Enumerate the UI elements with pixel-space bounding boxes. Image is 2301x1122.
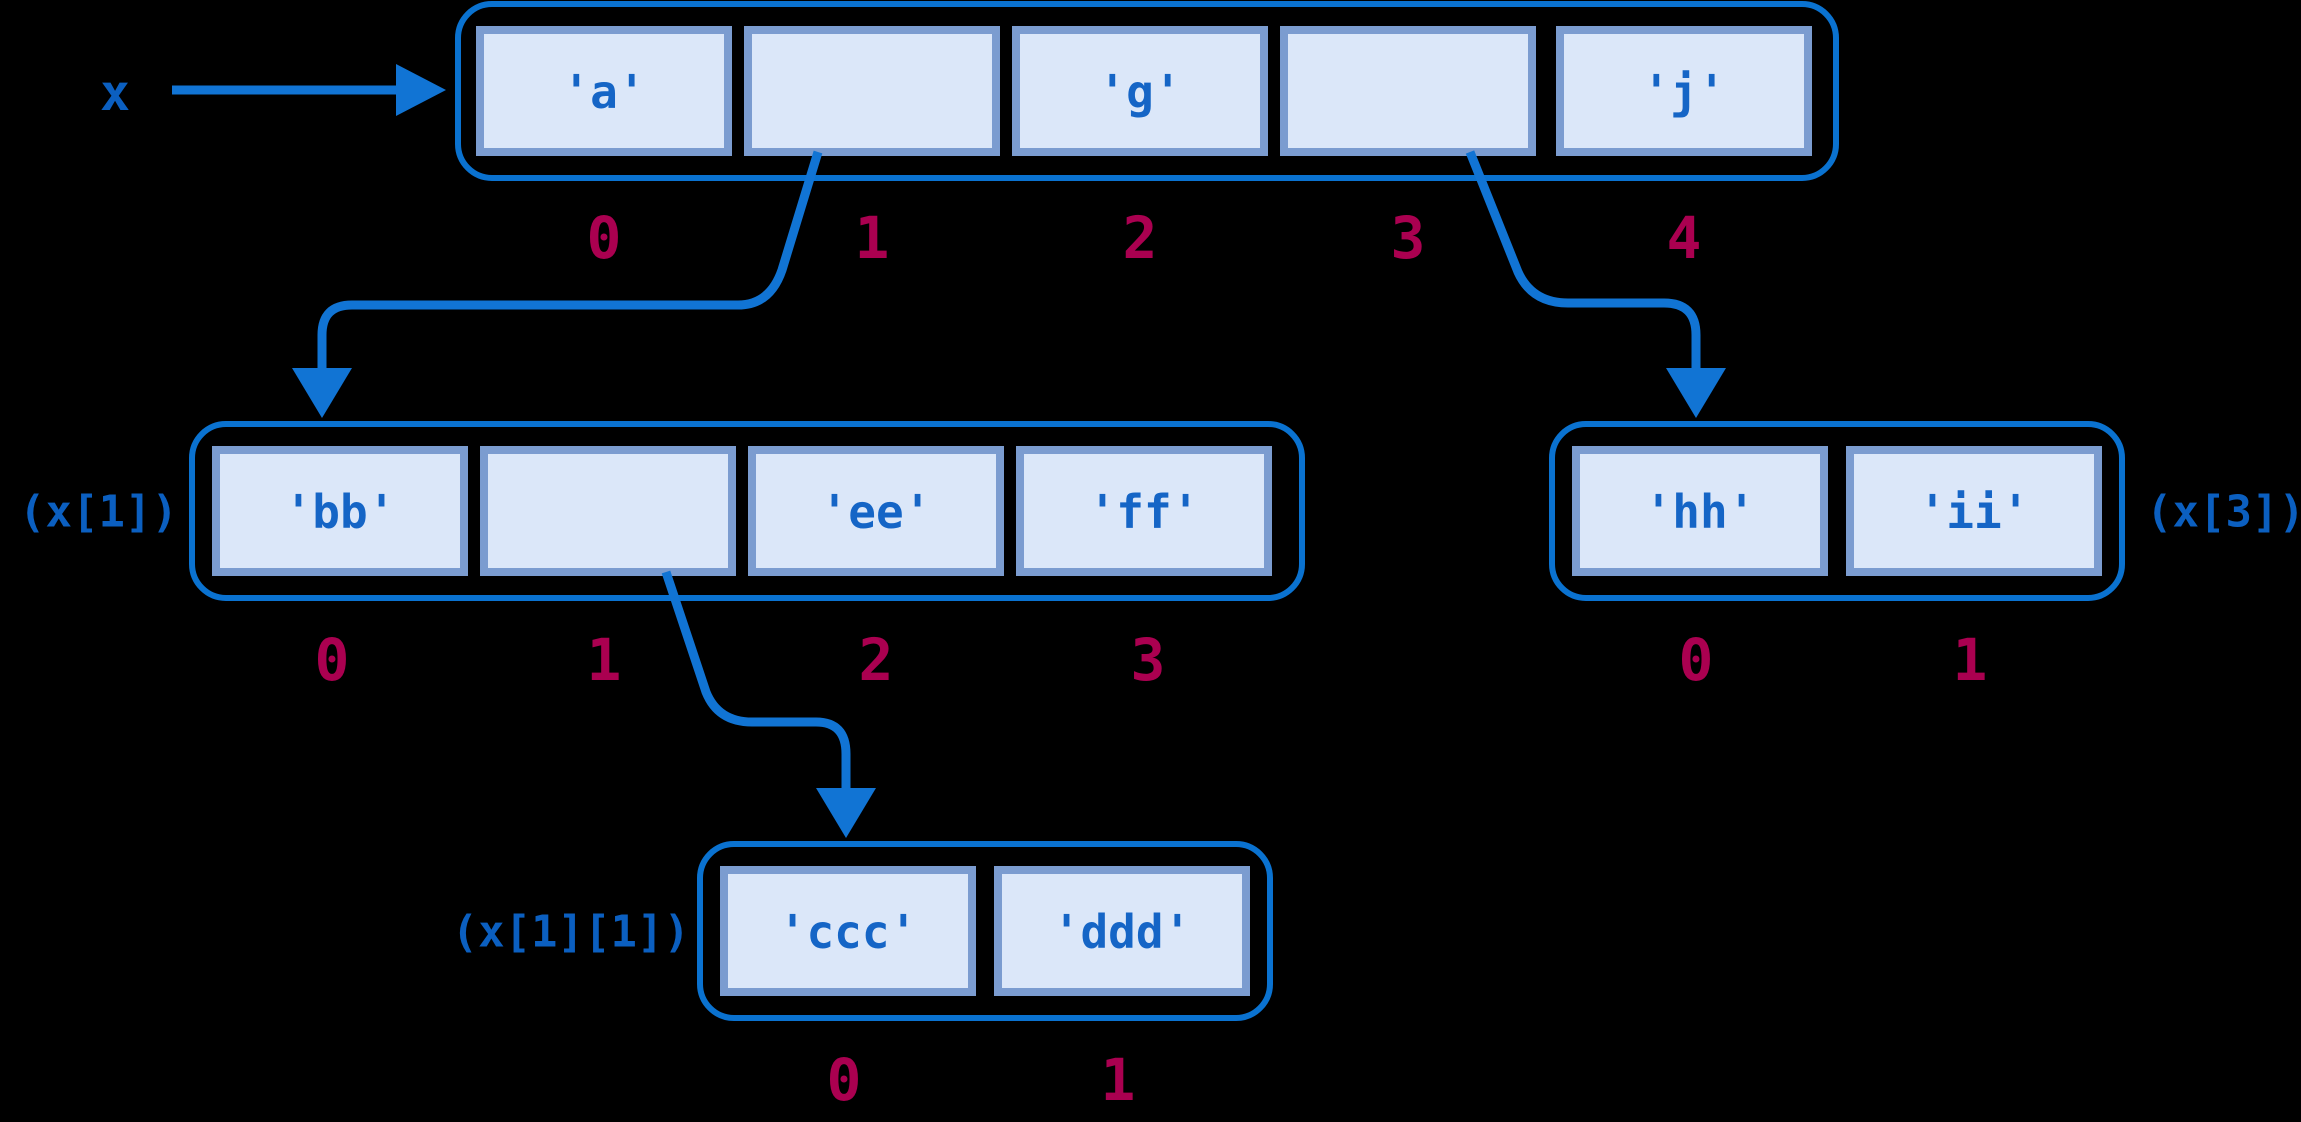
array-x3-cell-0-value: 'hh' <box>1645 485 1756 539</box>
array-x1-cell-1-box[interactable] <box>480 446 736 576</box>
array-x1_1-annotation: (x[1][1]) <box>452 907 690 958</box>
array-x1_1-cell-0-box[interactable] <box>720 866 976 996</box>
array-x-cell-4[interactable]: 'j' <box>1556 26 1812 156</box>
pointer-x1-cell-1-to-x1_1 <box>661 570 876 838</box>
arrowhead-x1 <box>292 368 352 418</box>
array-x1: (x[1]) 'bb' 'ee' 'ff' 0 1 2 3 <box>19 421 1305 694</box>
array-x1-cell-3-value: 'ff' <box>1089 485 1200 539</box>
array-x1-cell-1[interactable] <box>480 446 736 576</box>
array-x: 'a' 'g' 'j' 0 1 <box>455 1 1839 272</box>
array-x3-index-0: 0 <box>1679 626 1714 694</box>
array-x1-cell-3-box[interactable] <box>1016 446 1272 576</box>
array-x1-index-0: 0 <box>315 626 350 694</box>
pointer-line-x3 <box>1465 150 1701 370</box>
arrowhead-x3 <box>1666 368 1726 418</box>
array-x-cell-4-box[interactable] <box>1556 26 1812 156</box>
array-x-cell-0-value: 'a' <box>562 65 645 119</box>
array-x-container <box>455 1 1839 181</box>
array-x3-cell-0[interactable]: 'hh' <box>1572 446 1828 576</box>
variable-label-x: x <box>100 64 130 122</box>
array-x1-index-1: 1 <box>587 626 622 694</box>
pointer-x-cell-3-to-x3 <box>1465 150 1726 418</box>
array-x3-index-1: 1 <box>1953 626 1988 694</box>
array-x-cell-1[interactable] <box>744 26 1000 156</box>
array-x1-container <box>189 421 1305 601</box>
array-x-index-1: 1 <box>855 204 890 272</box>
array-x1_1-index-1: 1 <box>1101 1046 1136 1114</box>
array-x1-cell-3[interactable]: 'ff' <box>1016 446 1272 576</box>
array-x1-index-2: 2 <box>859 626 894 694</box>
array-x1-cell-2[interactable]: 'ee' <box>748 446 1004 576</box>
array-x-index-2: 2 <box>1123 204 1158 272</box>
array-x-cell-0[interactable]: 'a' <box>476 26 732 156</box>
array-x1-cell-0-value: 'bb' <box>285 485 396 539</box>
pointer-x-variable: x <box>100 64 446 122</box>
array-x1-index-3: 3 <box>1131 626 1166 694</box>
pointer-line-x1_1 <box>661 570 851 790</box>
array-x1_1: (x[1][1]) 'ccc' 'ddd' 0 1 <box>452 841 1273 1114</box>
array-x3-container <box>1549 421 2125 601</box>
array-x-index-0: 0 <box>587 204 622 272</box>
array-x-cell-1-box[interactable] <box>744 26 1000 156</box>
pointer-line-x1 <box>317 150 823 370</box>
arrowhead-x1_1 <box>816 788 876 838</box>
array-x1-cell-0-box[interactable] <box>212 446 468 576</box>
array-x1_1-cell-0-value: 'ccc' <box>779 905 917 959</box>
array-x1_1-cell-1-box[interactable] <box>994 866 1250 996</box>
array-x3-cell-1[interactable]: 'ii' <box>1846 446 2102 576</box>
array-x1-cell-2-value: 'ee' <box>821 485 932 539</box>
array-x-cell-3-box[interactable] <box>1280 26 1536 156</box>
array-x-cell-4-value: 'j' <box>1642 65 1725 119</box>
array-x-cell-2-value: 'g' <box>1098 65 1181 119</box>
array-x3-cell-1-box[interactable] <box>1846 446 2102 576</box>
array-x1-annotation: (x[1]) <box>19 487 178 538</box>
array-x3-annotation: (x[3]) <box>2146 487 2301 538</box>
arrowhead-x <box>396 64 446 116</box>
array-x-cell-3[interactable] <box>1280 26 1536 156</box>
array-x3: 'hh' 'ii' (x[3]) 0 1 <box>1549 421 2301 694</box>
array-x1_1-index-0: 0 <box>827 1046 862 1114</box>
array-x1_1-cell-0[interactable]: 'ccc' <box>720 866 976 996</box>
array-x-cell-2-box[interactable] <box>1012 26 1268 156</box>
array-x3-cell-1-value: 'ii' <box>1919 485 2030 539</box>
array-x-cell-0-box[interactable] <box>476 26 732 156</box>
array-x1-cell-2-box[interactable] <box>748 446 1004 576</box>
array-x1_1-cell-1-value: 'ddd' <box>1053 905 1191 959</box>
array-x-index-3: 3 <box>1391 204 1426 272</box>
array-x-index-4: 4 <box>1667 204 1702 272</box>
array-x3-cell-0-box[interactable] <box>1572 446 1828 576</box>
array-x-cell-2[interactable]: 'g' <box>1012 26 1268 156</box>
array-x1-cell-0[interactable]: 'bb' <box>212 446 468 576</box>
pointer-x-cell-1-to-x1 <box>292 150 823 418</box>
array-x1_1-cell-1[interactable]: 'ddd' <box>994 866 1250 996</box>
array-x1_1-container <box>697 841 1273 1021</box>
